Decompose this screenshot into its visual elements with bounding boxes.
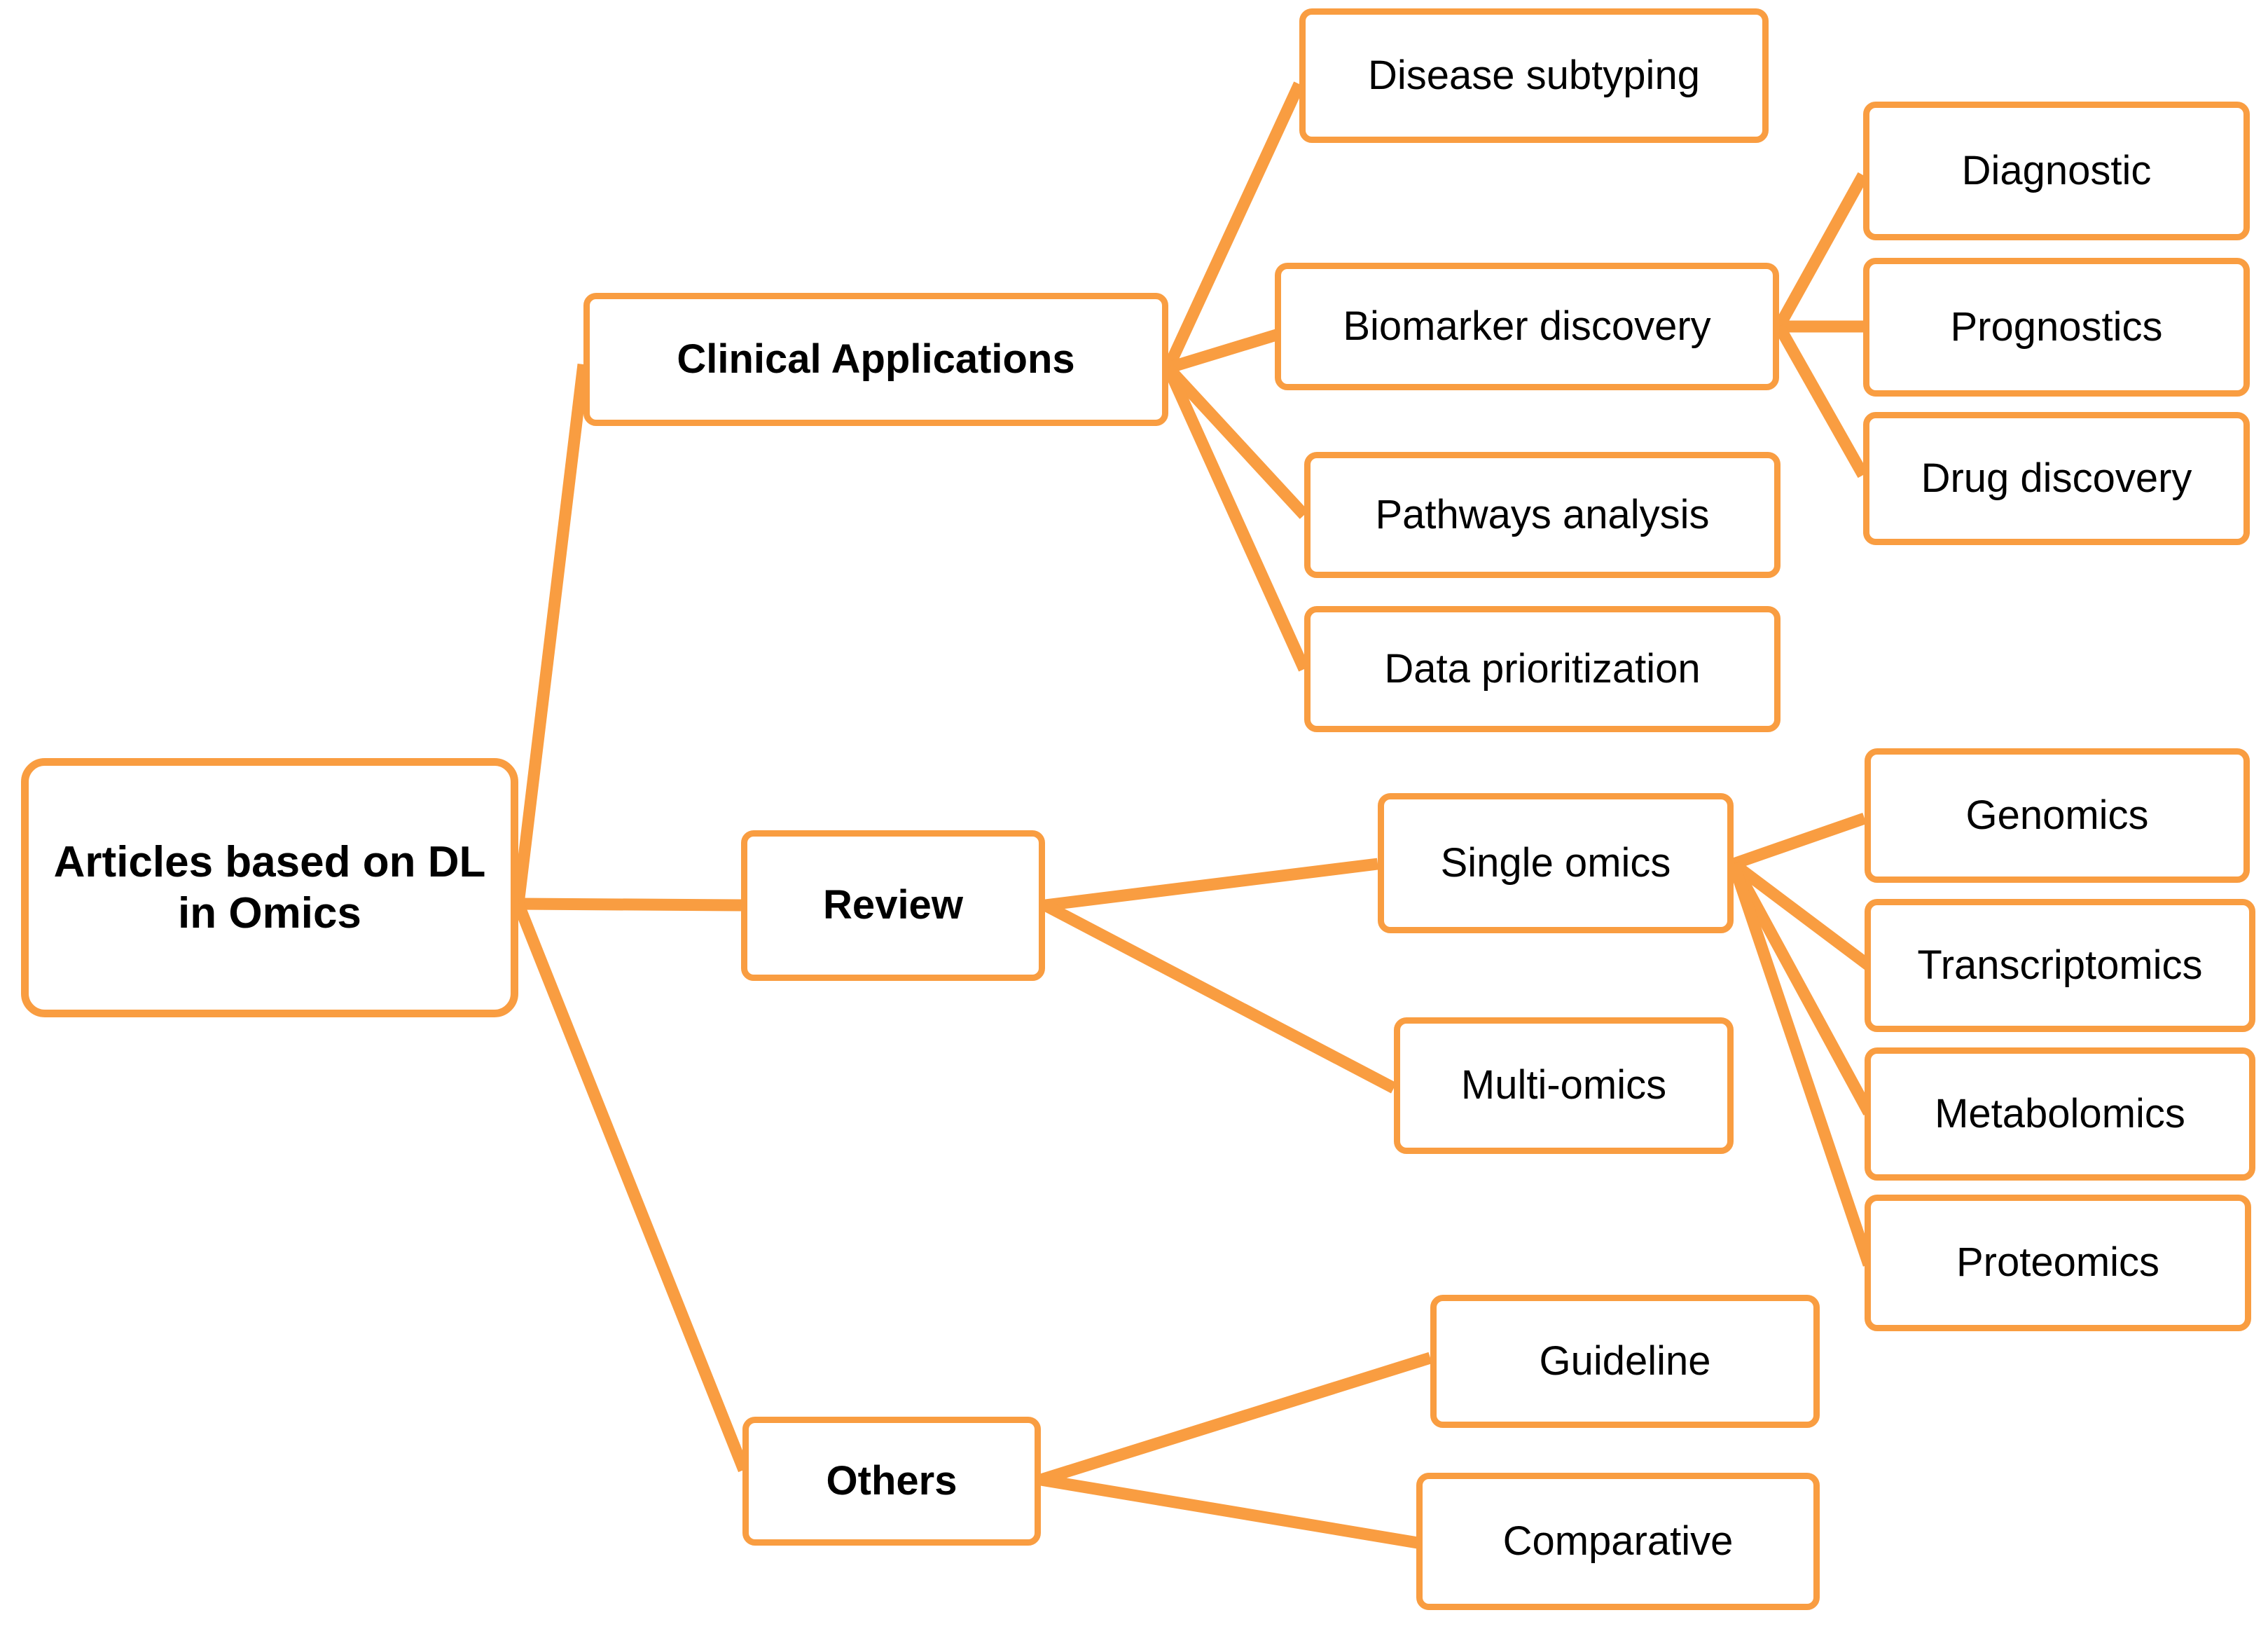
node-root-label: Articles based on DL in Omics: [53, 837, 486, 937]
node-disease-subtyping[interactable]: Disease subtyping: [1299, 8, 1769, 143]
edge-root-others: [513, 901, 749, 1473]
node-pathways-analysis-label: Pathways analysis: [1375, 491, 1710, 537]
edge-single-genomics: [1731, 812, 1867, 870]
node-guideline-label: Guideline: [1539, 1338, 1711, 1384]
edge-review-single-omics: [1044, 858, 1379, 912]
node-disease-subtyping-label: Disease subtyping: [1368, 52, 1700, 98]
edge-biomarker-drug-discovery: [1773, 323, 1869, 479]
node-drug-discovery[interactable]: Drug discovery: [1863, 412, 2250, 545]
edge-root-clinical: [512, 363, 590, 905]
node-clinical-applications[interactable]: Clinical Applications: [583, 293, 1168, 426]
node-diagnostic[interactable]: Diagnostic: [1863, 102, 2250, 240]
node-single-omics[interactable]: Single omics: [1378, 793, 1734, 933]
edge-clinical-disease-subtyping: [1163, 81, 1305, 371]
node-data-prioritization[interactable]: Data prioritization: [1304, 606, 1780, 732]
node-prognostics-label: Prognostics: [1950, 303, 2163, 350]
edge-others-comparative: [1039, 1473, 1432, 1551]
node-metabolomics[interactable]: Metabolomics: [1865, 1047, 2255, 1181]
node-data-prioritization-label: Data prioritization: [1384, 645, 1701, 692]
node-others[interactable]: Others: [742, 1417, 1041, 1546]
node-transcriptomics[interactable]: Transcriptomics: [1865, 899, 2255, 1032]
edge-others-guideline: [1039, 1352, 1432, 1486]
node-pathways-analysis[interactable]: Pathways analysis: [1304, 452, 1780, 578]
edge-clinical-pathways-analysis: [1163, 364, 1309, 519]
edge-clinical-data-prioritization: [1163, 365, 1310, 672]
node-transcriptomics-label: Transcriptomics: [1917, 942, 2203, 988]
node-comparative-label: Comparative: [1502, 1518, 1734, 1564]
node-biomarker-discovery-label: Biomarker discovery: [1343, 303, 1711, 349]
node-clinical-applications-label: Clinical Applications: [677, 336, 1075, 382]
node-genomics[interactable]: Genomics: [1865, 748, 2250, 883]
node-review[interactable]: Review: [741, 830, 1045, 981]
node-review-label: Review: [823, 882, 963, 928]
node-single-omics-label: Single omics: [1440, 839, 1671, 886]
node-others-label: Others: [826, 1457, 957, 1504]
node-diagnostic-label: Diagnostic: [1961, 147, 2152, 193]
edge-review-multi-omics: [1042, 900, 1397, 1094]
node-biomarker-discovery[interactable]: Biomarker discovery: [1275, 263, 1779, 390]
node-proteomics[interactable]: Proteomics: [1865, 1195, 2251, 1331]
edge-biomarker-diagnostic: [1773, 172, 1869, 330]
node-multi-omics-label: Multi-omics: [1460, 1062, 1667, 1108]
node-proteomics-label: Proteomics: [1956, 1239, 2160, 1286]
node-guideline[interactable]: Guideline: [1430, 1295, 1820, 1428]
edge-single-metabolomics: [1728, 860, 1874, 1116]
node-root[interactable]: Articles based on DL in Omics: [21, 758, 518, 1017]
edge-single-transcriptomics: [1729, 859, 1873, 970]
edge-single-proteomics: [1727, 862, 1875, 1267]
edge-root-review: [518, 898, 742, 912]
node-genomics-label: Genomics: [1965, 792, 2149, 838]
node-drug-discovery-label: Drug discovery: [1921, 455, 2192, 501]
node-comparative[interactable]: Comparative: [1416, 1473, 1820, 1610]
node-metabolomics-label: Metabolomics: [1935, 1090, 2185, 1136]
node-multi-omics[interactable]: Multi-omics: [1394, 1017, 1734, 1154]
node-prognostics[interactable]: Prognostics: [1863, 258, 2250, 397]
